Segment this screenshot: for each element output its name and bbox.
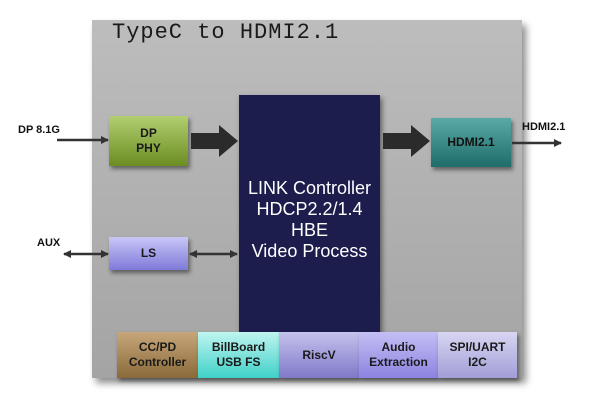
hdmi-block: HDMI2.1	[431, 118, 511, 167]
dp-link-block-arrow	[191, 125, 238, 157]
link-controller-block: LINK Controller HDCP2.2/1.4 HBE Video Pr…	[239, 95, 380, 344]
riscv-block: RiscV	[279, 332, 359, 378]
audio-extraction-block: Audio Extraction	[359, 332, 438, 378]
hdmi-output-label: HDMI2.1	[522, 121, 566, 133]
ls-block: LS	[109, 237, 188, 270]
dp-phy-block: DP PHY	[109, 116, 188, 166]
aux-label: AUX	[37, 237, 61, 249]
dp-input-label: DP 8.1G	[18, 124, 60, 136]
cc-pd-controller-block: CC/PD Controller	[117, 332, 198, 378]
spi-uart-i2c-block: SPI/UART I2C	[438, 332, 517, 378]
link-hdmi-block-arrow	[383, 125, 430, 157]
billboard-usb-block: BillBoard USB FS	[198, 332, 279, 378]
diagram-title: TypeC to HDMI2.1	[112, 20, 340, 45]
